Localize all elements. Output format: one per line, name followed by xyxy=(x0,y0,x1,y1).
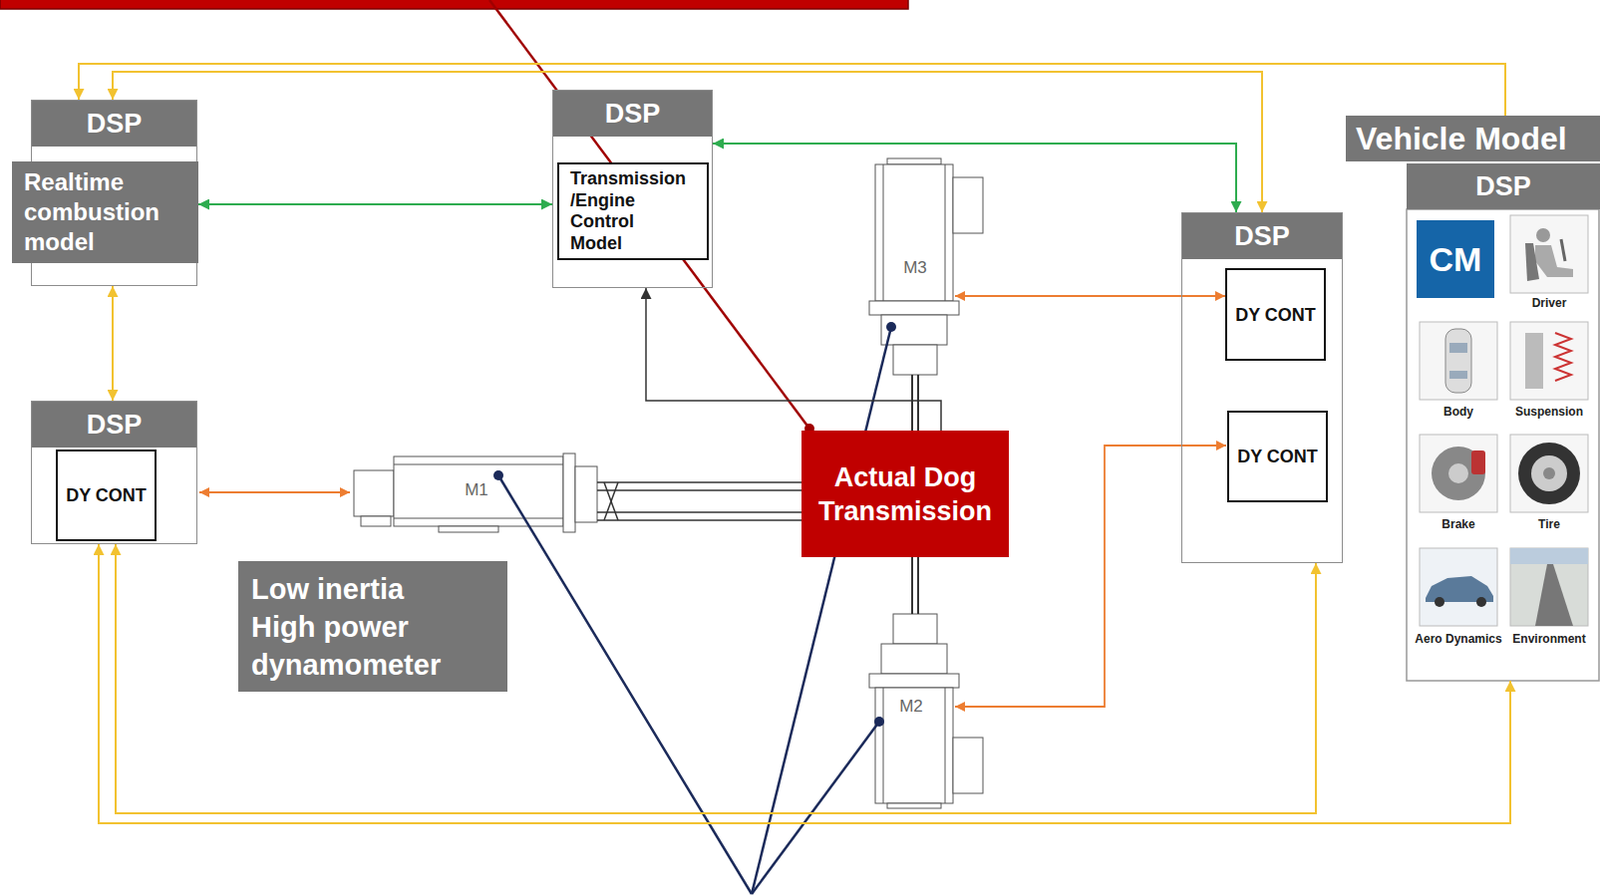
connector-line xyxy=(98,544,1511,824)
dsp-box: DSPRealtime combustion model xyxy=(30,99,198,287)
controller-box-text: DY CONT xyxy=(1237,445,1318,468)
motor-label: M2 xyxy=(899,696,924,717)
model-box-text: Transmission /Engine Control Model xyxy=(570,168,686,255)
connector-line xyxy=(198,203,553,206)
motor-m1 xyxy=(353,453,598,533)
icon-label: Body xyxy=(1443,404,1474,419)
motor-label: M3 xyxy=(903,258,928,279)
controller-box: DY CONT xyxy=(55,449,157,542)
icon-label: Brake xyxy=(1441,517,1475,532)
dyno-wires xyxy=(199,296,1227,707)
icon-label: Tire xyxy=(1538,517,1561,532)
dynamometer-box-text: Low inertia High power dynamometer xyxy=(251,570,456,684)
dsp-header: DSP xyxy=(31,401,197,448)
vehicle-panel-body xyxy=(1406,209,1600,681)
controller-box-text: DY CONT xyxy=(65,484,147,507)
transmission-box: Actual Dog Transmission xyxy=(801,430,1009,558)
connector-line xyxy=(111,286,114,401)
logo-text: CM xyxy=(1429,240,1483,280)
shaft-m1 xyxy=(597,482,802,521)
dynamometer-box: Low inertia High power dynamometer xyxy=(238,561,508,692)
motor-label: M1 xyxy=(464,480,489,501)
controller-box-text: DY CONT xyxy=(1235,304,1316,326)
icon-label: Environment xyxy=(1512,632,1586,646)
dsp-header: DSP xyxy=(553,90,712,137)
model-box: Realtime combustion model xyxy=(11,161,199,264)
dsp-box: DSP Transmission /Engine Control Model xyxy=(552,89,713,289)
controller-box: DY CONT xyxy=(1225,268,1326,361)
icon-label: Driver xyxy=(1532,296,1568,311)
callout-banner xyxy=(0,0,909,9)
model-box-text: Realtime combustion model xyxy=(23,167,160,258)
connector-line xyxy=(712,143,1237,213)
icon-label: Suspension xyxy=(1515,404,1584,419)
motor-m2 xyxy=(869,614,983,809)
connector-line xyxy=(645,288,942,431)
dsp-box: DSP DY CONT DY CONT xyxy=(1181,212,1343,564)
vehicle-model-panel: Vehicle ModelDSP xyxy=(1345,115,1600,681)
dsp-header: DSP xyxy=(31,100,197,147)
transmission-box-text: Actual Dog Transmission xyxy=(818,460,992,529)
model-box: Transmission /Engine Control Model xyxy=(557,162,709,261)
controller-box: DY CONT xyxy=(1227,410,1328,503)
connector-line xyxy=(115,544,1316,814)
dsp-header: DSP xyxy=(1406,163,1600,210)
dsp-header: DSP xyxy=(1182,213,1342,260)
shaft-m2 xyxy=(912,557,919,615)
vehicle-icons xyxy=(1416,215,1589,627)
dsp-box: DSP DY CONT xyxy=(30,400,198,545)
icon-label: Aero Dynamics xyxy=(1414,632,1502,646)
panel-title: Vehicle Model xyxy=(1345,115,1600,162)
shaft-m3 xyxy=(912,374,919,431)
